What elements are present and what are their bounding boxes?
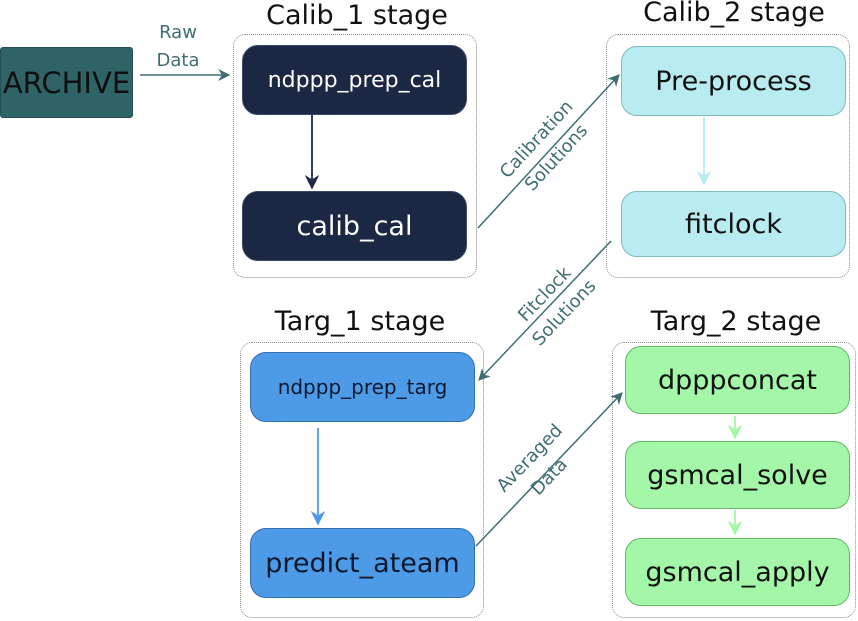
node-gsmcal-apply[interactable]: gsmcal_apply [625, 538, 850, 606]
node-gsmcal-solve[interactable]: gsmcal_solve [625, 441, 850, 509]
calib-1-stage-title: Calib_1 stage [266, 0, 448, 31]
targ-2-stage-box [612, 342, 856, 618]
node-ndppp-prep-cal[interactable]: ndppp_prep_cal [242, 45, 467, 115]
targ-1-stage-box [240, 342, 484, 618]
node-dpppconcat[interactable]: dpppconcat [625, 346, 850, 414]
edge-calib-cal-to-preprocess [477, 74, 620, 229]
targ-1-stage-title: Targ_1 stage [274, 306, 446, 337]
edge-predict-ateam-to-dpppconcat [475, 392, 623, 547]
node-ndppp-prep-targ[interactable]: ndppp_prep_targ [250, 352, 475, 422]
archive-node[interactable]: ARCHIVE [0, 47, 133, 118]
targ-2-stage-title: Targ_2 stage [650, 306, 822, 337]
calib-1-stage-box [233, 34, 477, 278]
node-predict-ateam[interactable]: predict_ateam [250, 528, 475, 598]
edge-label-raw-data-line1: Raw [159, 22, 197, 43]
calib-2-stage-box [606, 34, 850, 278]
node-calib-cal[interactable]: calib_cal [242, 191, 467, 261]
node-pre-process[interactable]: Pre-process [621, 46, 846, 116]
node-fitclock[interactable]: fitclock [621, 191, 846, 257]
edge-label-raw-data-line2: Data [157, 50, 200, 71]
calib-2-stage-title: Calib_2 stage [643, 0, 825, 28]
edge-fitclock-to-prep-targ [478, 240, 612, 381]
